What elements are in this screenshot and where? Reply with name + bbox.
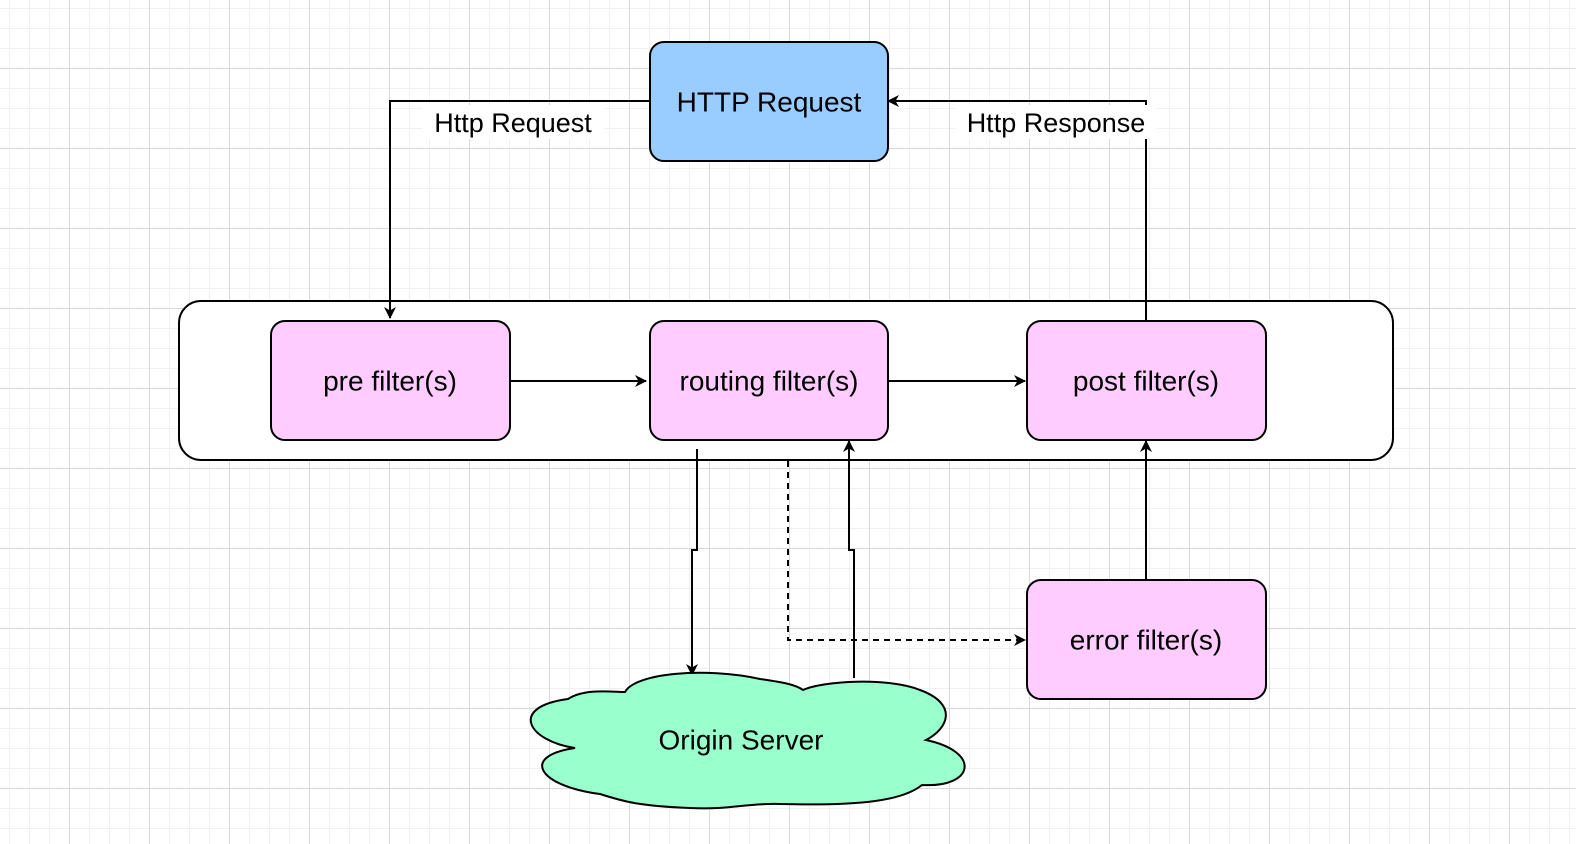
node-routing-filter[interactable]: routing filter(s) — [649, 320, 889, 441]
edge-label-request: Http Request — [422, 105, 604, 139]
edge-routing-to-error-filter-dashed — [787, 461, 1026, 646]
node-pre-filter-box — [270, 320, 511, 441]
node-origin-server[interactable]: Origin Server — [529, 671, 966, 810]
edge-routing-to-origin-server — [686, 449, 698, 676]
edge-label-response-text: Http Response — [967, 108, 1146, 138]
edge-label-request-text: Http Request — [434, 108, 592, 138]
node-origin-server-label: Origin Server — [659, 725, 824, 756]
node-pre-filter[interactable]: pre filter(s) — [270, 320, 511, 441]
node-routing-filter-label: routing filter(s) — [680, 366, 859, 397]
node-post-filter-label: post filter(s) — [1073, 366, 1219, 397]
node-http-request-label: HTTP Request — [677, 87, 862, 118]
node-pre-filter-label: pre filter(s) — [323, 366, 457, 397]
edge-request-to-pre-filter — [384, 100, 649, 319]
node-origin-server-cloud — [529, 671, 966, 810]
node-post-filter[interactable]: post filter(s) — [1026, 320, 1267, 441]
node-http-request[interactable]: HTTP Request — [649, 41, 889, 162]
node-error-filter-box — [1026, 579, 1267, 700]
node-error-filter-label: error filter(s) — [1070, 625, 1222, 656]
edge-origin-server-to-routing — [843, 440, 855, 678]
node-error-filter[interactable]: error filter(s) — [1026, 579, 1267, 700]
node-http-request-box — [649, 41, 889, 162]
edge-label-response: Http Response — [955, 105, 1157, 139]
node-post-filter-box — [1026, 320, 1267, 441]
edge-post-filter-to-request — [887, 95, 1147, 321]
node-routing-filter-box — [649, 320, 889, 441]
